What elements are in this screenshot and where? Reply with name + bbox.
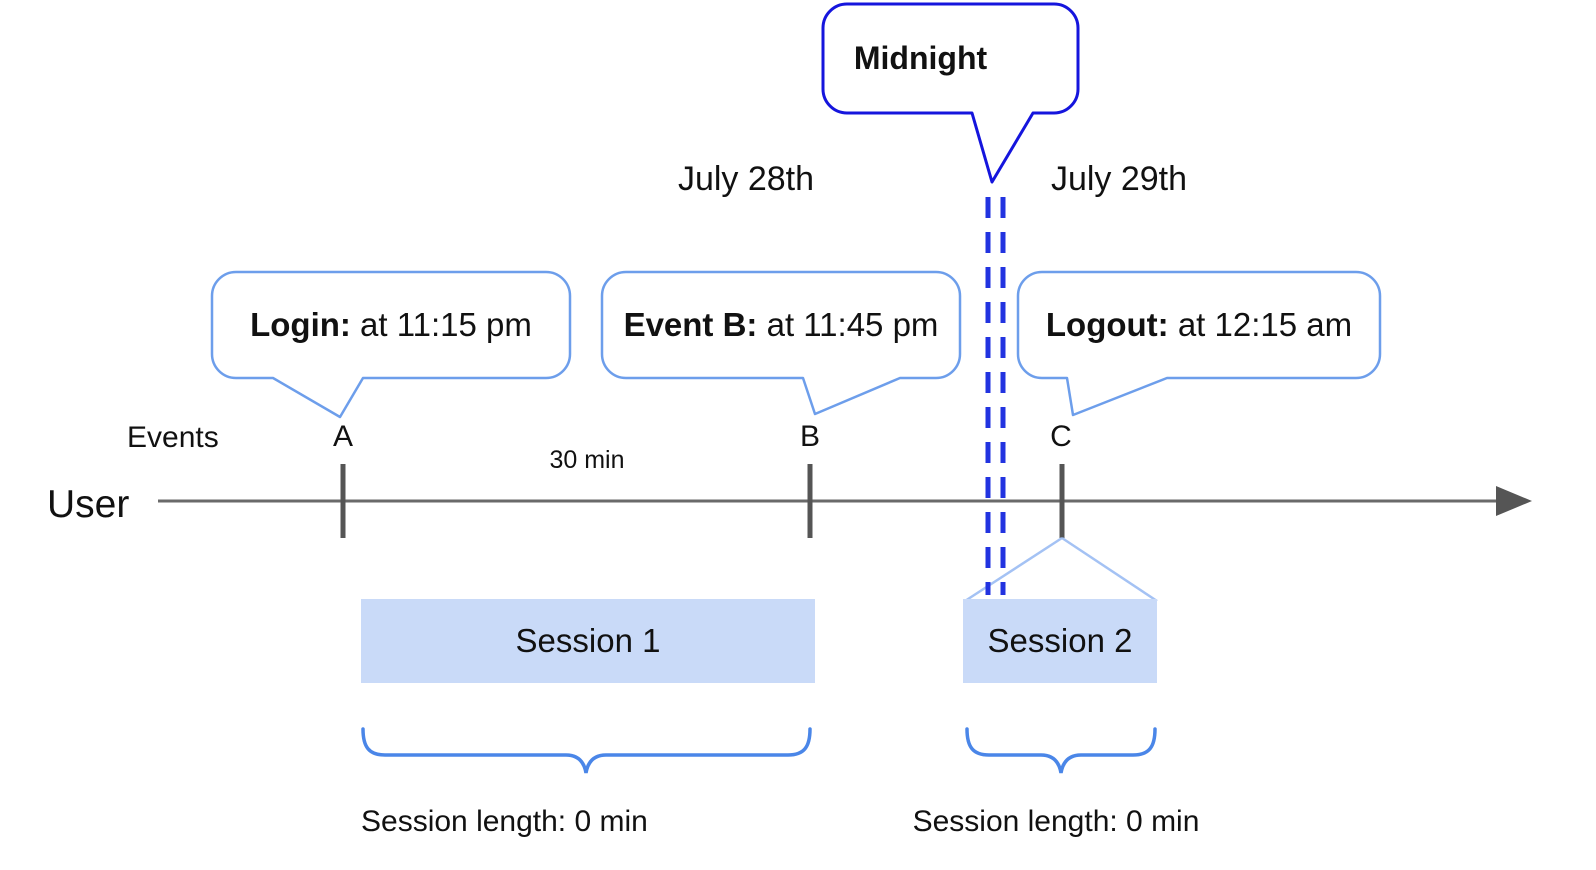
logout-callout-bubble <box>1016 270 1382 417</box>
event-b-callout-bubble <box>600 270 962 416</box>
event-b-label: Event B: <box>623 306 758 343</box>
session-2-brace <box>965 727 1157 774</box>
logout-callout-text: Logout: at 12:15 am <box>1018 272 1380 378</box>
session-2-bar <box>963 599 1157 683</box>
events-row-label: Events <box>127 421 219 454</box>
date-july-29: July 29th <box>1050 160 1188 198</box>
event-b-callout-text: Event B: at 11:45 pm <box>602 272 960 378</box>
event-marker-b: B <box>799 420 821 453</box>
session-1-label: Session 1 <box>515 622 661 659</box>
event-marker-c: C <box>1050 420 1072 453</box>
timeline-arrowhead-icon <box>1496 486 1532 516</box>
expansion-line-left <box>964 536 1063 603</box>
session-2-label: Session 2 <box>987 622 1133 659</box>
date-july-28: July 28th <box>677 160 815 198</box>
logout-label: Logout: <box>1045 306 1169 343</box>
session-2-length-label: Session length: 0 min <box>912 805 1200 838</box>
session-1-brace <box>361 727 812 774</box>
session-1-bar <box>361 599 815 683</box>
event-b-time: at 11:45 pm <box>757 306 939 343</box>
midnight-callout-bubble <box>821 2 1080 184</box>
login-label: Login: <box>250 306 351 343</box>
expansion-line-right <box>1061 536 1158 603</box>
interval-label: 30 min <box>549 446 625 474</box>
midnight-label: Midnight <box>853 40 988 76</box>
event-marker-a: A <box>332 420 354 453</box>
login-callout-bubble <box>210 270 572 419</box>
session-1-length-label: Session length: 0 min <box>361 805 648 838</box>
login-callout-text: Login: at 11:15 pm <box>212 272 570 378</box>
logout-time: at 12:15 am <box>1168 306 1353 343</box>
login-time: at 11:15 pm <box>350 306 532 343</box>
user-axis-label: User <box>47 483 130 526</box>
